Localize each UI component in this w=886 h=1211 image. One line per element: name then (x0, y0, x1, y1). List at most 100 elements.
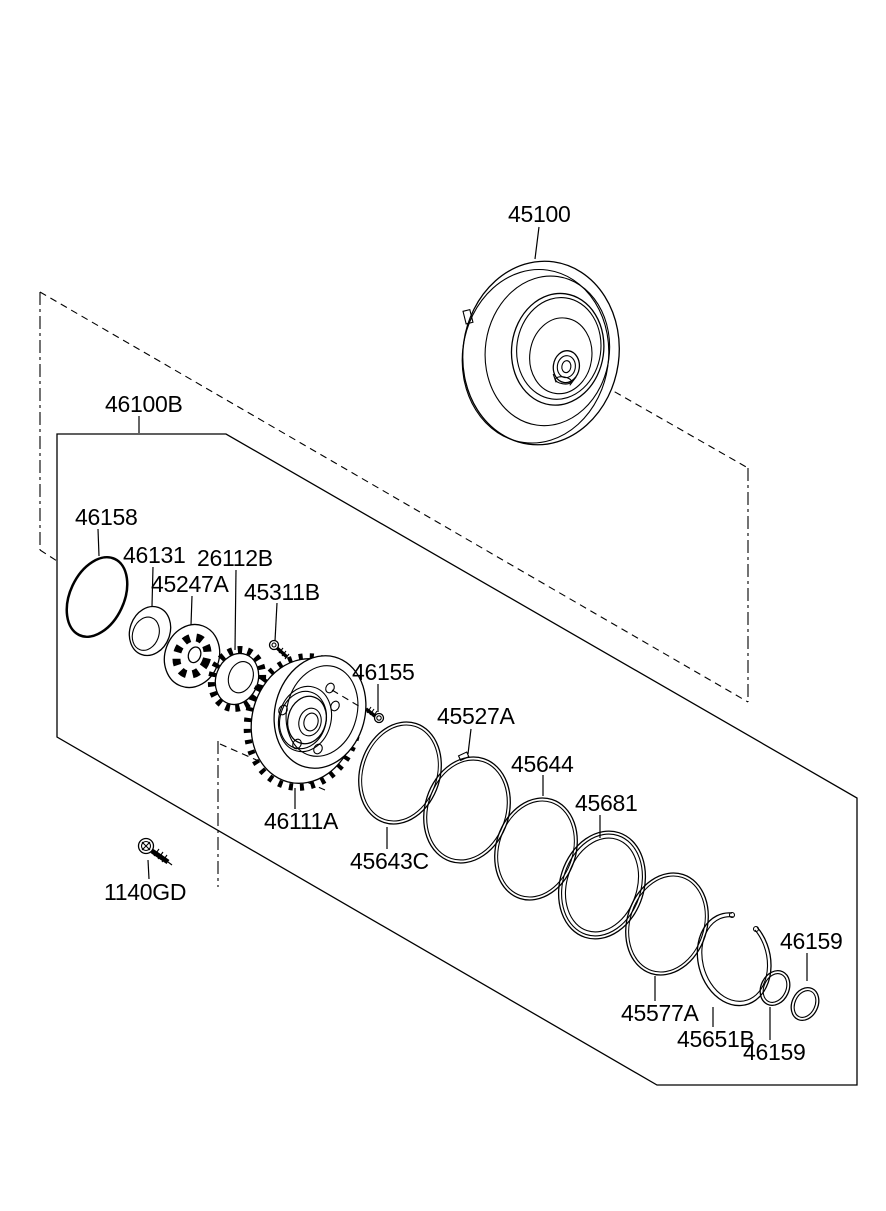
ring-gap-notch (457, 751, 470, 762)
part-label-1140GD: 1140GD (104, 879, 186, 905)
part-label-45644: 45644 (511, 751, 574, 777)
oil-pump-housing-46111A (243, 653, 367, 791)
part-label-45681: 45681 (575, 790, 637, 816)
bolt-head-center (376, 715, 382, 721)
bolt-head-center (271, 642, 277, 648)
ring-inner (361, 724, 439, 822)
bolt-thread-2 (369, 708, 375, 716)
part-label-45100: 45100 (508, 201, 570, 227)
ring-outer (358, 721, 442, 825)
bolt-shank (364, 707, 377, 718)
part-label-46111A: 46111A (264, 808, 339, 834)
oring-46159-a (759, 969, 791, 1007)
bolt-head-washer (140, 840, 152, 852)
ring-inner (762, 973, 788, 1003)
part-label-46155: 46155 (352, 659, 414, 685)
leader-45311B (274, 602, 278, 642)
ring-outer (790, 986, 820, 1022)
pump-bolt-hole-1 (325, 682, 335, 694)
tc-face-inner (516, 297, 602, 400)
ring-inner (793, 990, 817, 1018)
pump-bolt-hole-2 (330, 700, 340, 712)
ring-inner (565, 837, 639, 933)
construction-lines (39, 291, 749, 887)
part-label-45651B: 45651B (677, 1026, 755, 1052)
outer-gear-26112B (207, 646, 267, 712)
bolt-45311B (268, 639, 290, 660)
bolt-head (268, 639, 280, 651)
ring-inner (628, 875, 706, 973)
gear-teeth (207, 646, 267, 712)
ring-45681 (557, 830, 647, 940)
part-label-45577A: 45577A (621, 1000, 699, 1026)
leader-45100 (534, 226, 540, 260)
label-leaders (97, 226, 808, 1040)
bolt-tip (167, 861, 173, 866)
tc-hub-detail-1 (552, 373, 557, 383)
pump-hub-ring-3 (277, 685, 333, 753)
leader-45247A (190, 595, 193, 626)
snap-ring-arc-outer (696, 912, 772, 1007)
gear-hole (227, 661, 254, 694)
ring-45577A (625, 872, 709, 976)
bolt-thread-1 (278, 647, 284, 654)
projection-line-long (39, 291, 749, 703)
bolt-head-slot-2 (141, 841, 151, 851)
bolt-thread-2 (157, 851, 164, 860)
snap-ring-hook-1 (728, 911, 736, 919)
bolt-thread-3 (284, 653, 290, 660)
bolt-thread-3 (372, 710, 378, 718)
ring-outer (759, 969, 791, 1007)
ring-45643C (358, 721, 442, 825)
part-label-46159-bottom: 46159 (743, 1039, 805, 1065)
pump-bolt-hole-3 (292, 738, 302, 750)
snap-ring-45651B (696, 911, 772, 1007)
tc-hub-hole (561, 360, 572, 374)
oil-seal-46131 (128, 605, 172, 657)
snap-ring-hook-2 (752, 925, 760, 933)
bolt-thread-1 (366, 706, 372, 714)
ring-mid (561, 833, 643, 937)
ring-inner (426, 759, 508, 861)
snap-ring-arc-inner (701, 916, 769, 1002)
bolt-thread-3 (161, 854, 168, 863)
rotor-lobes (172, 633, 212, 679)
tc-dish (529, 317, 593, 395)
leader-46131 (151, 566, 154, 607)
part-label-26112B: 26112B (197, 545, 273, 571)
kit-box-outline (56, 433, 858, 1086)
leader-26112B (234, 569, 237, 651)
bolt-thread-2 (281, 650, 287, 657)
leader-1140GD (147, 859, 150, 880)
pump-shaft-hole (303, 712, 319, 732)
part-label-45527A: 45527A (437, 703, 515, 729)
part-labels: 45100 46100B 46158 46131 26112B 45247A 4… (75, 201, 843, 1065)
pump-face-inner (285, 665, 359, 757)
oring-46158 (65, 556, 129, 638)
part-label-45247A: 45247A (151, 571, 229, 597)
seal-inner (131, 616, 160, 651)
part-label-46159-right: 46159 (780, 928, 842, 954)
part-label-46100B: 46100B (105, 391, 183, 417)
part-label-45311B: 45311B (244, 579, 320, 605)
torque-converter-leader (572, 367, 749, 469)
part-label-45643C: 45643C (350, 848, 429, 874)
tc-rim-tab (462, 308, 474, 325)
pump-bolt-hole-5 (278, 704, 288, 716)
bolt-thread-1 (153, 848, 160, 857)
bolt-shank (275, 646, 289, 659)
bolt-1140GD (137, 837, 173, 866)
ring-outer (557, 830, 647, 940)
bolt-head (373, 712, 385, 724)
bolt-46155 (331, 689, 385, 724)
pump-bolt-hole-4 (313, 743, 323, 755)
ring-inner (497, 800, 575, 898)
tc-band-line (484, 275, 611, 427)
projection-stub (39, 549, 58, 562)
bolt-46155-leader-dashed (331, 689, 363, 709)
oring-46159-b (790, 986, 820, 1022)
leader-45527A (467, 728, 472, 755)
pump-shaft-hole-outer (298, 707, 322, 737)
part-label-46158: 46158 (75, 504, 137, 530)
